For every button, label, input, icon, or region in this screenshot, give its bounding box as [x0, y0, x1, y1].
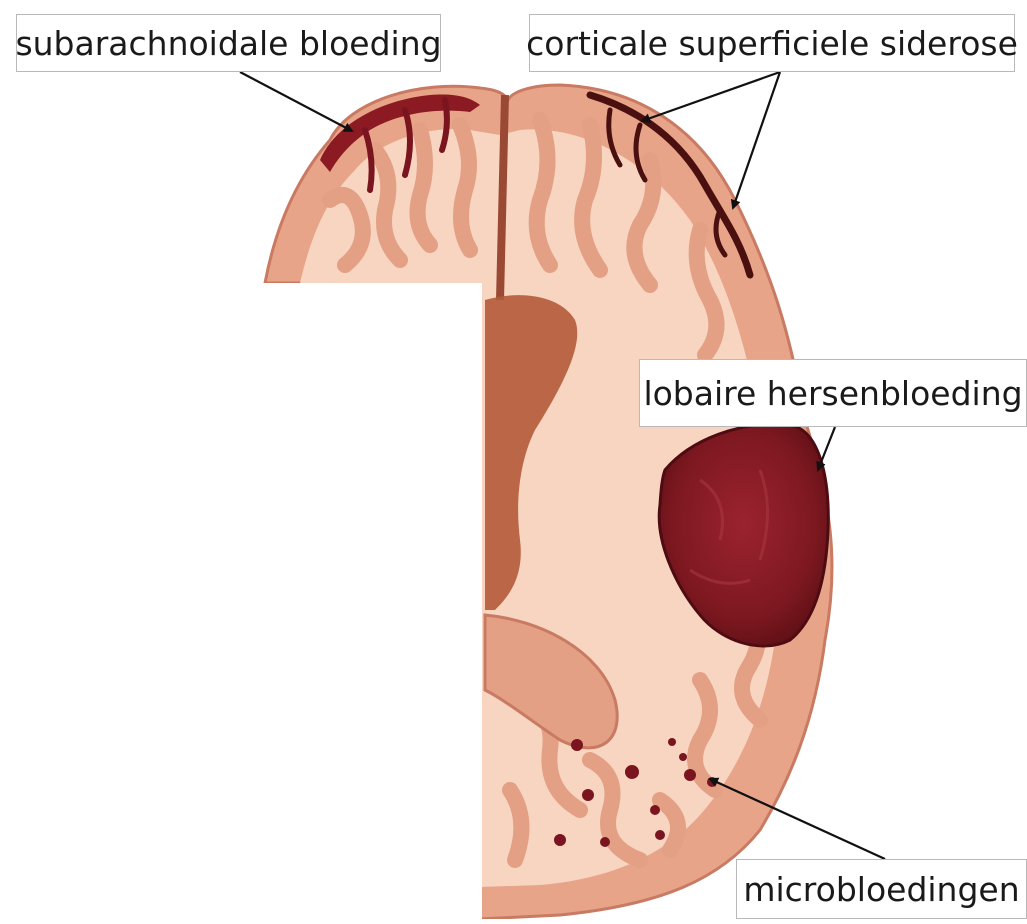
- label-microbleeds: microbloedingen: [736, 859, 1027, 919]
- label-lobar-hemorrhage: lobaire hersenbloeding: [639, 359, 1027, 427]
- arrow-subarachnoid: [240, 72, 352, 131]
- arrow-lobar: [818, 427, 835, 470]
- occluded-region: [0, 283, 482, 919]
- label-subarachnoid-bleeding: subarachnoidale bloeding: [16, 14, 441, 72]
- arrow-siderosis-2: [733, 72, 780, 208]
- interhemispheric-fissure: [500, 95, 505, 300]
- arrow-siderosis-1: [642, 72, 780, 121]
- label-cortical-siderosis: corticale superficiele siderose: [529, 14, 1015, 72]
